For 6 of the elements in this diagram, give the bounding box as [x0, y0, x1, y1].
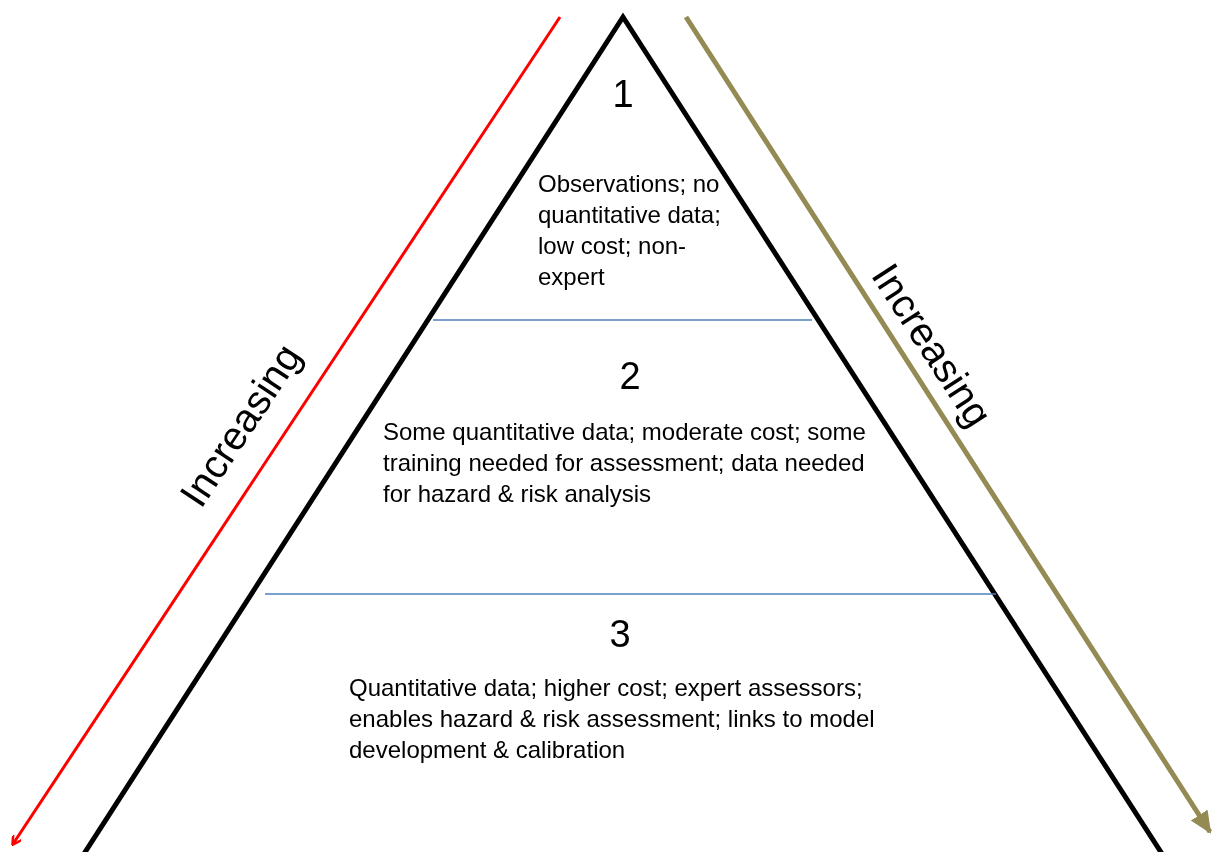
tier-description: Quantitative data; higher cost; expert assessors; enables hazard & risk assessment; links to model development & calibration [349, 673, 876, 765]
tier-description: Observations; no quantitative data; low cost; non-expert [538, 169, 722, 292]
tier-description: Some quantitative data; moderate cost; some training needed for assessment; data needed for hazard & risk analysis [383, 417, 867, 509]
tier-number: 2 [619, 354, 641, 398]
tier-number: 3 [609, 612, 631, 656]
tier-number: 1 [612, 72, 634, 116]
